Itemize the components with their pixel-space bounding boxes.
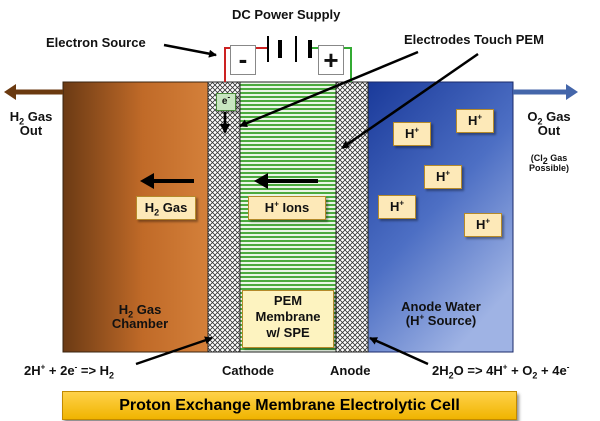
h2-chamber-label: H2 Gas Chamber [111,302,169,332]
ion-flow-arrow-icon [254,173,318,189]
cathode-reaction: 2H+ + 2e- => H2 [24,362,115,381]
h2-gas-out-label: H2 Gas Out [9,109,53,139]
h2-flow-arrow-icon [140,173,194,189]
electrodes-touch-pem-label: Electrodes Touch PEM [404,32,544,47]
h-plus-badge: H+ [464,213,502,237]
cl2-possible-label: (Cl2 Gas Possible) [528,153,569,173]
h-ions-box: H+ Ions [248,196,326,220]
diagram-title: Proton Exchange Membrane Electrolytic Ce… [62,391,517,420]
dc-power-supply-label: DC Power Supply [232,7,341,22]
h-plus-badge: H+ [378,195,416,219]
anode-water-label: Anode Water (H+ Source) [401,299,481,329]
anode-label: Anode [330,363,371,378]
electron-source-pointer [163,43,217,58]
battery-symbol [267,36,312,62]
cathode-label: Cathode [222,363,274,378]
pem-membrane-label: PEM Membrane w/ SPE [242,290,334,348]
o2-gas-out-label: O2 Gas Out [527,109,571,139]
electron-badge: e- [216,93,236,111]
electron-down-arrow-icon [220,112,230,134]
anode-electrode [335,81,369,353]
anode-reaction: 2H2O => 4H+ + O2 + 4e- [432,362,570,381]
h2-out-arrow-icon [4,84,63,100]
cathode-reaction-pointer [135,336,213,366]
electrodes-pointer-cathode [239,50,419,128]
positive-terminal: + [318,45,344,75]
electrodes-pointer-anode [341,52,479,150]
h-plus-badge: H+ [393,122,431,146]
h2-gas-box: H2 Gas [136,196,196,220]
o2-out-arrow-icon [513,84,578,100]
h-plus-badge: H+ [424,165,462,189]
h-plus-badge: H+ [456,109,494,133]
anode-reaction-pointer [369,336,429,366]
negative-terminal: - [230,45,256,75]
electron-source-label: Electron Source [46,35,146,50]
